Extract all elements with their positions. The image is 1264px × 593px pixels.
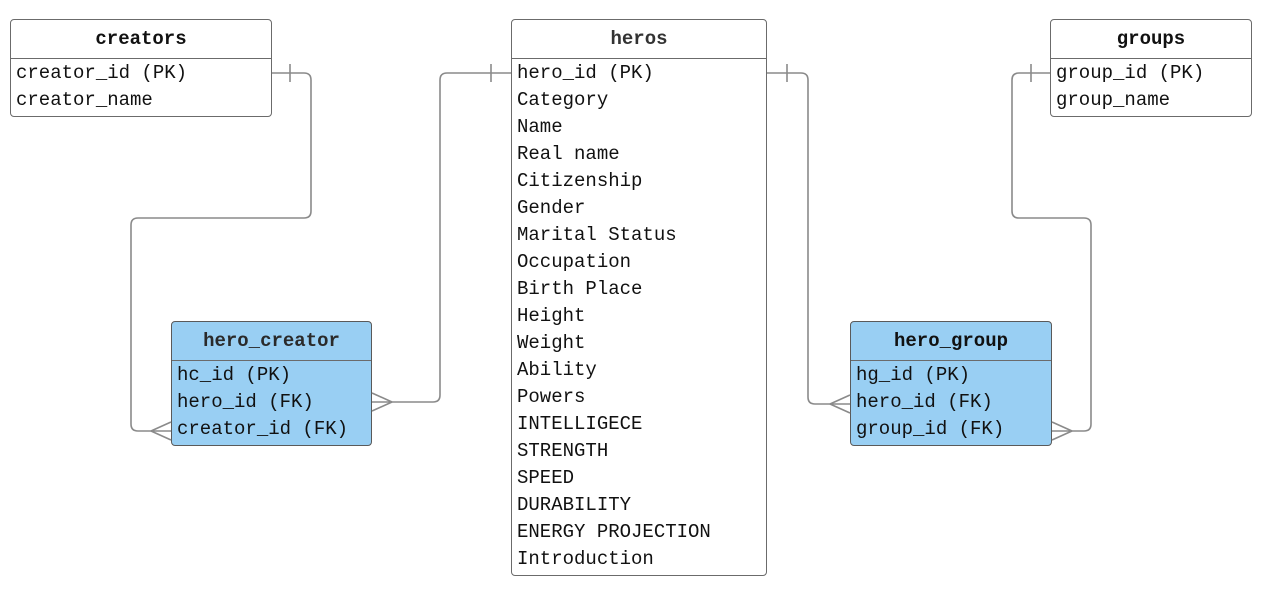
field-list: hg_id (PK) hero_id (FK) group_id (FK) (851, 361, 1051, 443)
field-durability: DURABILITY (517, 494, 632, 516)
entity-title: creators (11, 20, 271, 59)
field-strength: STRENGTH (517, 440, 609, 462)
field-group-id: group_id (PK) (1056, 62, 1205, 84)
entity-title: hero_creator (172, 322, 371, 361)
field-category: Category (517, 89, 609, 111)
field-list: hero_id (PK) Category Name Real name Cit… (512, 59, 766, 573)
field-hg-id: hg_id (PK) (856, 364, 971, 386)
crow-foot-icon (829, 394, 851, 414)
field-list: group_id (PK) group_name (1051, 59, 1251, 114)
field-hc-id: hc_id (PK) (177, 364, 292, 386)
field-gender: Gender (517, 197, 586, 219)
field-list: creator_id (PK) creator_name (11, 59, 271, 114)
field-group-name: group_name (1056, 89, 1171, 111)
entity-creators[interactable]: creators creator_id (PK) creator_name (10, 19, 272, 117)
field-energy-projection: ENERGY PROJECTION (517, 521, 711, 543)
field-citizenship: Citizenship (517, 170, 643, 192)
field-occupation: Occupation (517, 251, 632, 273)
entity-hero-creator[interactable]: hero_creator hc_id (PK) hero_id (FK) cre… (171, 321, 372, 446)
field-powers: Powers (517, 386, 586, 408)
field-group-id: group_id (FK) (856, 418, 1005, 440)
connector-creators-hero-creator[interactable] (130, 64, 312, 441)
field-hero-id: hero_id (PK) (517, 62, 654, 84)
entity-title: groups (1051, 20, 1251, 59)
entity-groups[interactable]: groups group_id (PK) group_name (1050, 19, 1252, 117)
field-hero-id: hero_id (FK) (856, 391, 993, 413)
field-height: Height (517, 305, 586, 327)
entity-heros[interactable]: heros hero_id (PK) Category Name Real na… (511, 19, 767, 576)
field-intelligece: INTELLIGECE (517, 413, 643, 435)
crow-foot-icon (150, 421, 172, 441)
entity-title: heros (512, 20, 766, 59)
field-ability: Ability (517, 359, 597, 381)
entity-hero-group[interactable]: hero_group hg_id (PK) hero_id (FK) group… (850, 321, 1052, 446)
field-speed: SPEED (517, 467, 575, 489)
connector-heros-hero-group[interactable] (767, 64, 851, 414)
field-marital-status: Marital Status (517, 224, 677, 246)
field-introduction: Introduction (517, 548, 654, 570)
field-birth-place: Birth Place (517, 278, 643, 300)
field-creator-id: creator_id (PK) (16, 62, 188, 84)
field-weight: Weight (517, 332, 586, 354)
entity-title: hero_group (851, 322, 1051, 361)
field-list: hc_id (PK) hero_id (FK) creator_id (FK) (172, 361, 371, 443)
connector-heros-hero-creator[interactable] (371, 64, 511, 412)
field-hero-id: hero_id (FK) (177, 391, 314, 413)
crow-foot-icon (371, 392, 393, 412)
field-name: Name (517, 116, 563, 138)
field-creator-id: creator_id (FK) (177, 418, 349, 440)
field-creator-name: creator_name (16, 89, 153, 111)
crow-foot-icon (1051, 421, 1073, 441)
field-real-name: Real name (517, 143, 620, 165)
connector-groups-hero-group[interactable] (1011, 64, 1092, 441)
